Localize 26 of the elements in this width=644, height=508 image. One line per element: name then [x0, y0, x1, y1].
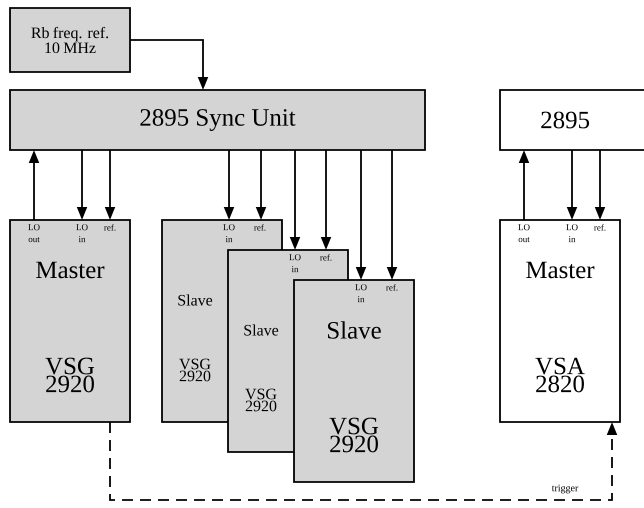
model-label: VSG 2920	[179, 358, 210, 382]
port-label: ref.	[386, 284, 398, 291]
port-label: ref.	[104, 224, 116, 231]
model-label: VSG 2920	[329, 418, 378, 452]
model-label: VSG 2920	[245, 388, 276, 412]
edge-label: trigger	[550, 484, 580, 494]
port-label: ref.	[254, 224, 266, 231]
box-label: 2895 Sync Unit	[140, 109, 296, 131]
port-label: LO in	[223, 224, 235, 242]
box-label: 2895	[541, 112, 590, 128]
port-label: LO in	[566, 224, 578, 242]
port-label: LO in	[355, 284, 367, 302]
role-label: Slave	[328, 321, 381, 339]
port-label: LO out	[28, 224, 40, 242]
role-label: Slave	[178, 294, 212, 306]
role-label: Master	[36, 262, 104, 278]
port-label: LO in	[76, 224, 88, 242]
box-label: Rb freq. ref. 10 MHz	[31, 26, 108, 54]
port-label: LO in	[289, 254, 301, 272]
port-label: ref.	[594, 224, 606, 231]
role-label: Slave	[244, 324, 278, 336]
port-label: ref.	[320, 254, 332, 261]
role-label: Master	[526, 262, 594, 278]
model-label: VSA 2820	[535, 358, 585, 392]
model-label: VSG 2920	[45, 358, 94, 392]
port-label: LO out	[518, 224, 530, 242]
